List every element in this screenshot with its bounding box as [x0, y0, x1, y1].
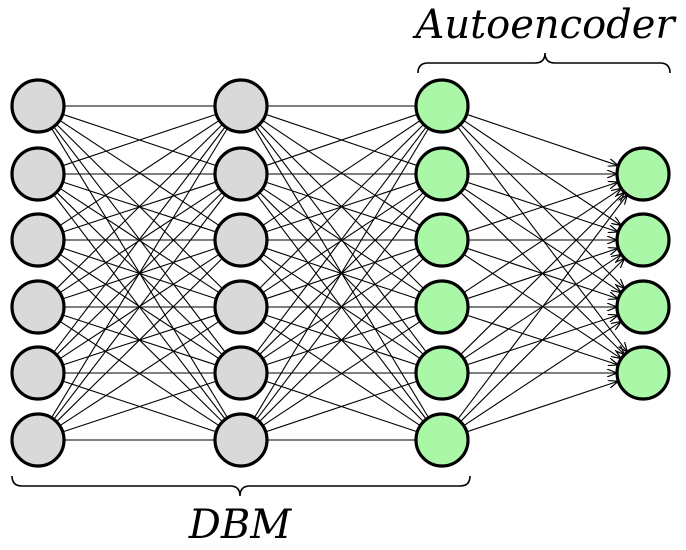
dbm-hidden-node	[213, 345, 269, 401]
connection-edge	[463, 322, 621, 427]
autoencoder-input-node	[414, 146, 470, 202]
connection-edge	[59, 321, 219, 427]
autoencoder-input-node	[414, 345, 470, 401]
connection-edge	[253, 128, 429, 418]
autoencoder-input-node	[414, 279, 470, 335]
dbm-label: DBM	[188, 502, 292, 548]
connection-edge	[59, 120, 219, 227]
dbm-visible-node	[10, 146, 66, 202]
connection-edge	[53, 127, 226, 353]
connection-edge	[463, 119, 621, 225]
connections	[51, 105, 627, 441]
connection-edge	[262, 321, 420, 427]
connection-edge	[463, 189, 621, 294]
connection-edge	[460, 259, 624, 423]
connection-edge	[62, 114, 216, 167]
connection-edge	[259, 124, 424, 289]
connection-edge	[56, 124, 223, 290]
connection-edge	[256, 195, 427, 420]
autoencoder-code-node	[615, 345, 671, 401]
connection-edge	[56, 258, 223, 423]
neurons	[10, 78, 671, 468]
connection-edge	[466, 182, 618, 233]
dbm-brace	[11, 475, 471, 497]
connection-edge	[457, 126, 627, 352]
dbm-hidden-node	[213, 279, 269, 335]
connection-edge	[62, 380, 216, 433]
autoencoder-input-node	[414, 78, 470, 134]
dbm-visible-node	[10, 212, 66, 268]
autoencoder-label: Autoencoder	[411, 2, 677, 48]
connection-edge	[466, 113, 618, 165]
connection-edge	[51, 128, 228, 419]
dbm-hidden-node	[213, 212, 269, 268]
connection-edge	[262, 120, 420, 227]
dbm-visible-node	[10, 78, 66, 134]
dbm-visible-node	[10, 412, 66, 468]
dbm-hidden-node	[213, 412, 269, 468]
connection-edge	[265, 114, 417, 167]
connection-edge	[460, 124, 624, 288]
dbm-visible-node	[10, 279, 66, 335]
autoencoder-brace	[417, 52, 671, 74]
autoencoder-input-node	[414, 412, 470, 468]
connection-edge	[256, 127, 427, 353]
dbm-visible-node	[10, 345, 66, 401]
connection-edge	[457, 196, 627, 420]
dbm-hidden-node	[213, 78, 269, 134]
autoencoder-input-node	[414, 212, 470, 268]
connection-edge	[259, 258, 424, 423]
dbm-hidden-node	[213, 146, 269, 202]
autoencoder-code-node	[615, 146, 671, 202]
autoencoder-code-node	[615, 279, 671, 335]
connection-edge	[460, 193, 624, 356]
connection-edge	[265, 380, 417, 433]
connection-edge	[53, 195, 226, 420]
connection-edge	[466, 382, 618, 433]
autoencoder-code-node	[615, 212, 671, 268]
